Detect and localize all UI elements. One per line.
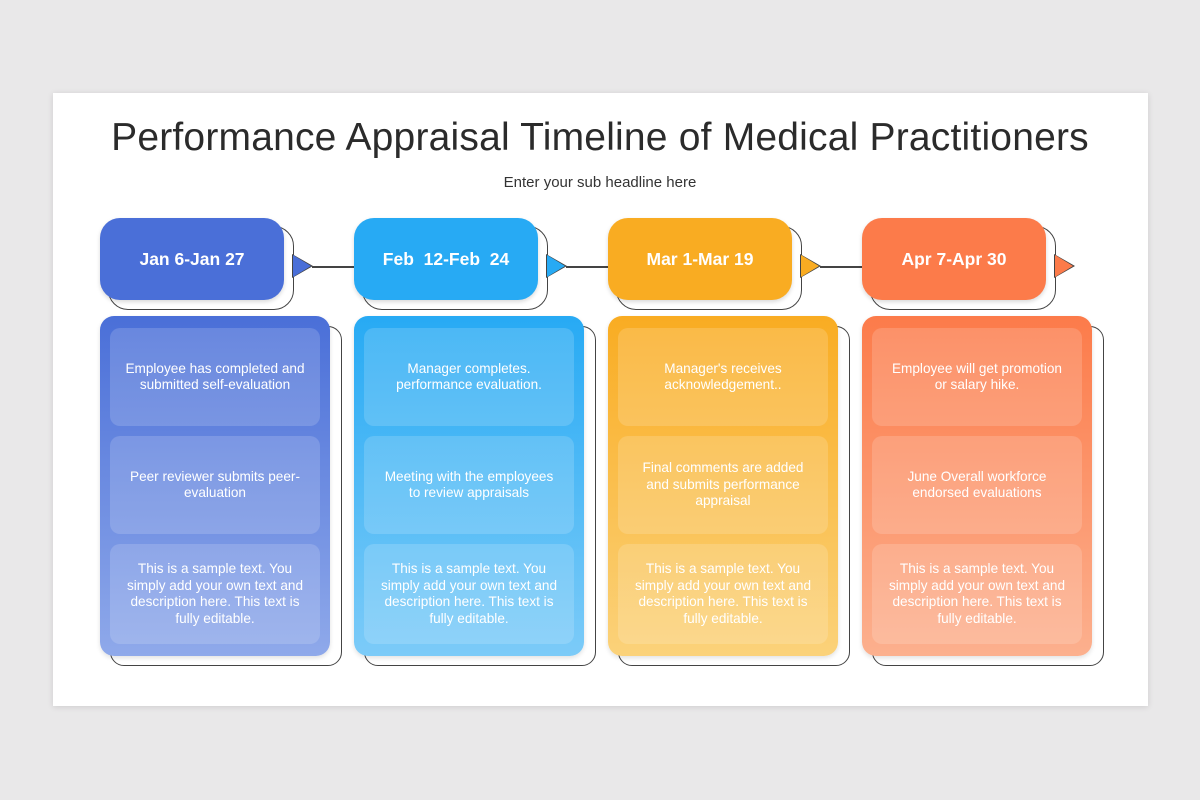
page-subtitle: Enter your sub headline here — [503, 174, 697, 191]
stage-card: Manager's receives acknowledgement.. Fin… — [608, 316, 838, 656]
date-badge: Feb 12-Feb 24 — [354, 218, 538, 300]
stage-step-2: Peer reviewer submits peer-evaluation — [110, 436, 320, 534]
stage-step-1: Employee will get promotion or salary hi… — [872, 328, 1082, 426]
timeline-connector — [820, 266, 862, 268]
arrow-right-icon — [293, 255, 311, 277]
stage-step-1: Manager's receives acknowledgement.. — [618, 328, 828, 426]
stage-step-2: June Overall workforce endorsed evaluati… — [872, 436, 1082, 534]
date-badge: Jan 6-Jan 27 — [100, 218, 284, 300]
stage-step-2: Meeting with the employees to review app… — [364, 436, 574, 534]
stage-step-3: This is a sample text. You simply add yo… — [364, 544, 574, 644]
stage-step-1: Employee has completed and submitted sel… — [110, 328, 320, 426]
page-title: Performance Appraisal Timeline of Medica… — [111, 116, 1089, 159]
stage-card: Manager completes. performance evaluatio… — [354, 316, 584, 656]
stage-step-3: This is a sample text. You simply add yo… — [872, 544, 1082, 644]
timeline-connector — [566, 266, 608, 268]
date-badge: Mar 1-Mar 19 — [608, 218, 792, 300]
stage-step-3: This is a sample text. You simply add yo… — [110, 544, 320, 644]
date-badge: Apr 7-Apr 30 — [862, 218, 1046, 300]
stage-step-3: This is a sample text. You simply add yo… — [618, 544, 828, 644]
arrow-right-icon — [801, 255, 819, 277]
arrow-right-icon — [547, 255, 565, 277]
timeline-connector — [312, 266, 354, 268]
stage-card: Employee has completed and submitted sel… — [100, 316, 330, 656]
stage-step-2: Final comments are added and submits per… — [618, 436, 828, 534]
arrow-right-icon — [1055, 255, 1073, 277]
stage-step-1: Manager completes. performance evaluatio… — [364, 328, 574, 426]
stage-card: Employee will get promotion or salary hi… — [862, 316, 1092, 656]
